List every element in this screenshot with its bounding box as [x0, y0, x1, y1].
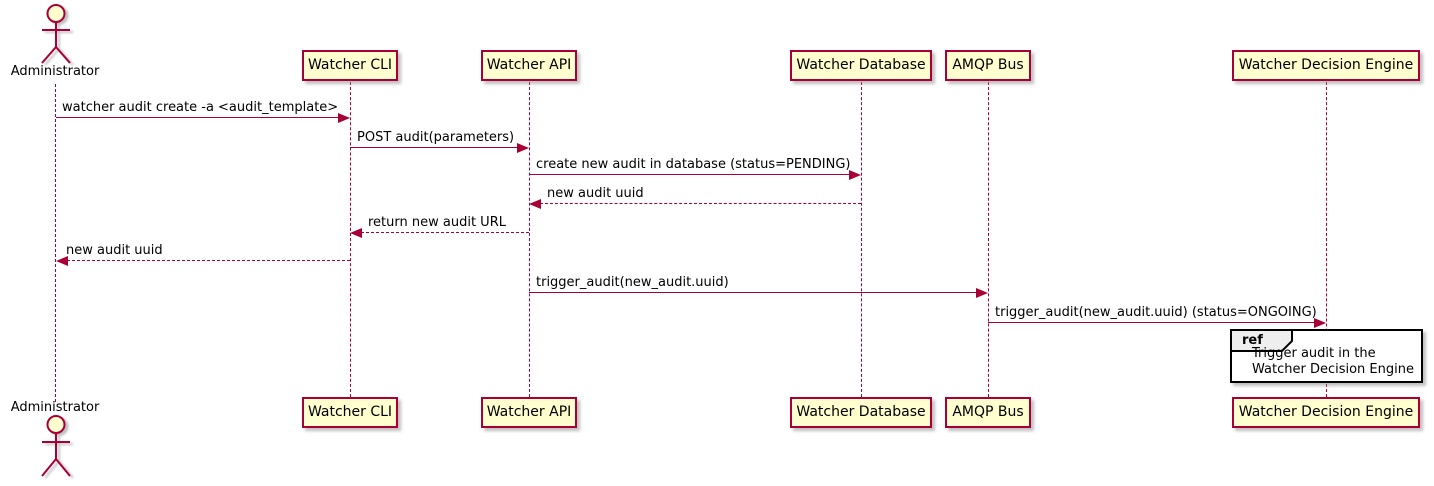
message-2-arrowhead-icon — [517, 143, 529, 153]
participant-watcher-decision-engine-bottom: Watcher Decision Engine — [1232, 397, 1420, 428]
actor-icon — [41, 415, 71, 477]
message-8-arrowhead-icon — [1314, 318, 1326, 328]
participant-watcher-database-top: Watcher Database — [790, 50, 932, 81]
message-1-arrow-line — [56, 117, 339, 118]
message-5-label: return new audit URL — [368, 215, 506, 230]
ref-text-line1: Trigger audit in the — [1252, 346, 1376, 361]
participant-amqp-bus-top: AMQP Bus — [945, 50, 1031, 81]
ref-fragment: ref Trigger audit in the Watcher Decisio… — [1230, 329, 1423, 383]
participant-watcher-api-bottom: Watcher API — [481, 397, 577, 428]
message-3-arrowhead-icon — [849, 170, 861, 180]
message-6-arrow-line — [67, 260, 350, 261]
ref-keyword: ref — [1242, 333, 1263, 348]
actor-administrator-bottom-label: Administrator — [10, 400, 100, 415]
message-2-arrow-line — [350, 147, 518, 148]
message-3-label: create new audit in database (status=PEN… — [536, 157, 851, 172]
message-6-arrowhead-icon — [56, 256, 68, 266]
message-1-arrowhead-icon — [338, 113, 350, 123]
message-7-arrow-line — [529, 292, 977, 293]
participant-watcher-api-top: Watcher API — [481, 50, 577, 81]
lifeline-administrator — [55, 84, 56, 402]
message-5-arrowhead-icon — [350, 228, 362, 238]
message-8-arrow-line — [988, 322, 1315, 323]
message-2-label: POST audit(parameters) — [357, 130, 515, 145]
participant-watcher-database-bottom: Watcher Database — [790, 397, 932, 428]
lifeline-watcher-decision-engine — [1326, 82, 1327, 397]
message-4-arrowhead-icon — [529, 199, 541, 209]
ref-text-line2: Watcher Decision Engine — [1252, 362, 1414, 377]
message-4-label: new audit uuid — [547, 186, 644, 201]
actor-administrator-top-label: Administrator — [10, 64, 100, 79]
message-7-label: trigger_audit(new_audit.uuid) — [536, 275, 729, 290]
message-4-arrow-line — [540, 203, 861, 204]
message-5-arrow-line — [361, 232, 529, 233]
ref-tab-icon — [1230, 329, 1293, 352]
message-3-arrow-line — [529, 174, 850, 175]
lifeline-watcher-database — [861, 82, 862, 397]
lifeline-watcher-cli — [350, 82, 351, 397]
participant-watcher-cli-top: Watcher CLI — [302, 50, 398, 81]
message-6-label: new audit uuid — [66, 243, 163, 258]
participant-watcher-cli-bottom: Watcher CLI — [302, 397, 398, 428]
message-7-arrowhead-icon — [976, 288, 988, 298]
message-8-label: trigger_audit(new_audit.uuid) (status=ON… — [995, 305, 1317, 320]
actor-icon — [41, 4, 71, 64]
lifeline-amqp-bus — [988, 82, 989, 397]
participant-amqp-bus-bottom: AMQP Bus — [945, 397, 1031, 428]
participant-watcher-decision-engine-top: Watcher Decision Engine — [1232, 50, 1420, 81]
message-1-label: watcher audit create -a <audit_template> — [62, 100, 339, 115]
lifeline-watcher-api — [529, 82, 530, 397]
